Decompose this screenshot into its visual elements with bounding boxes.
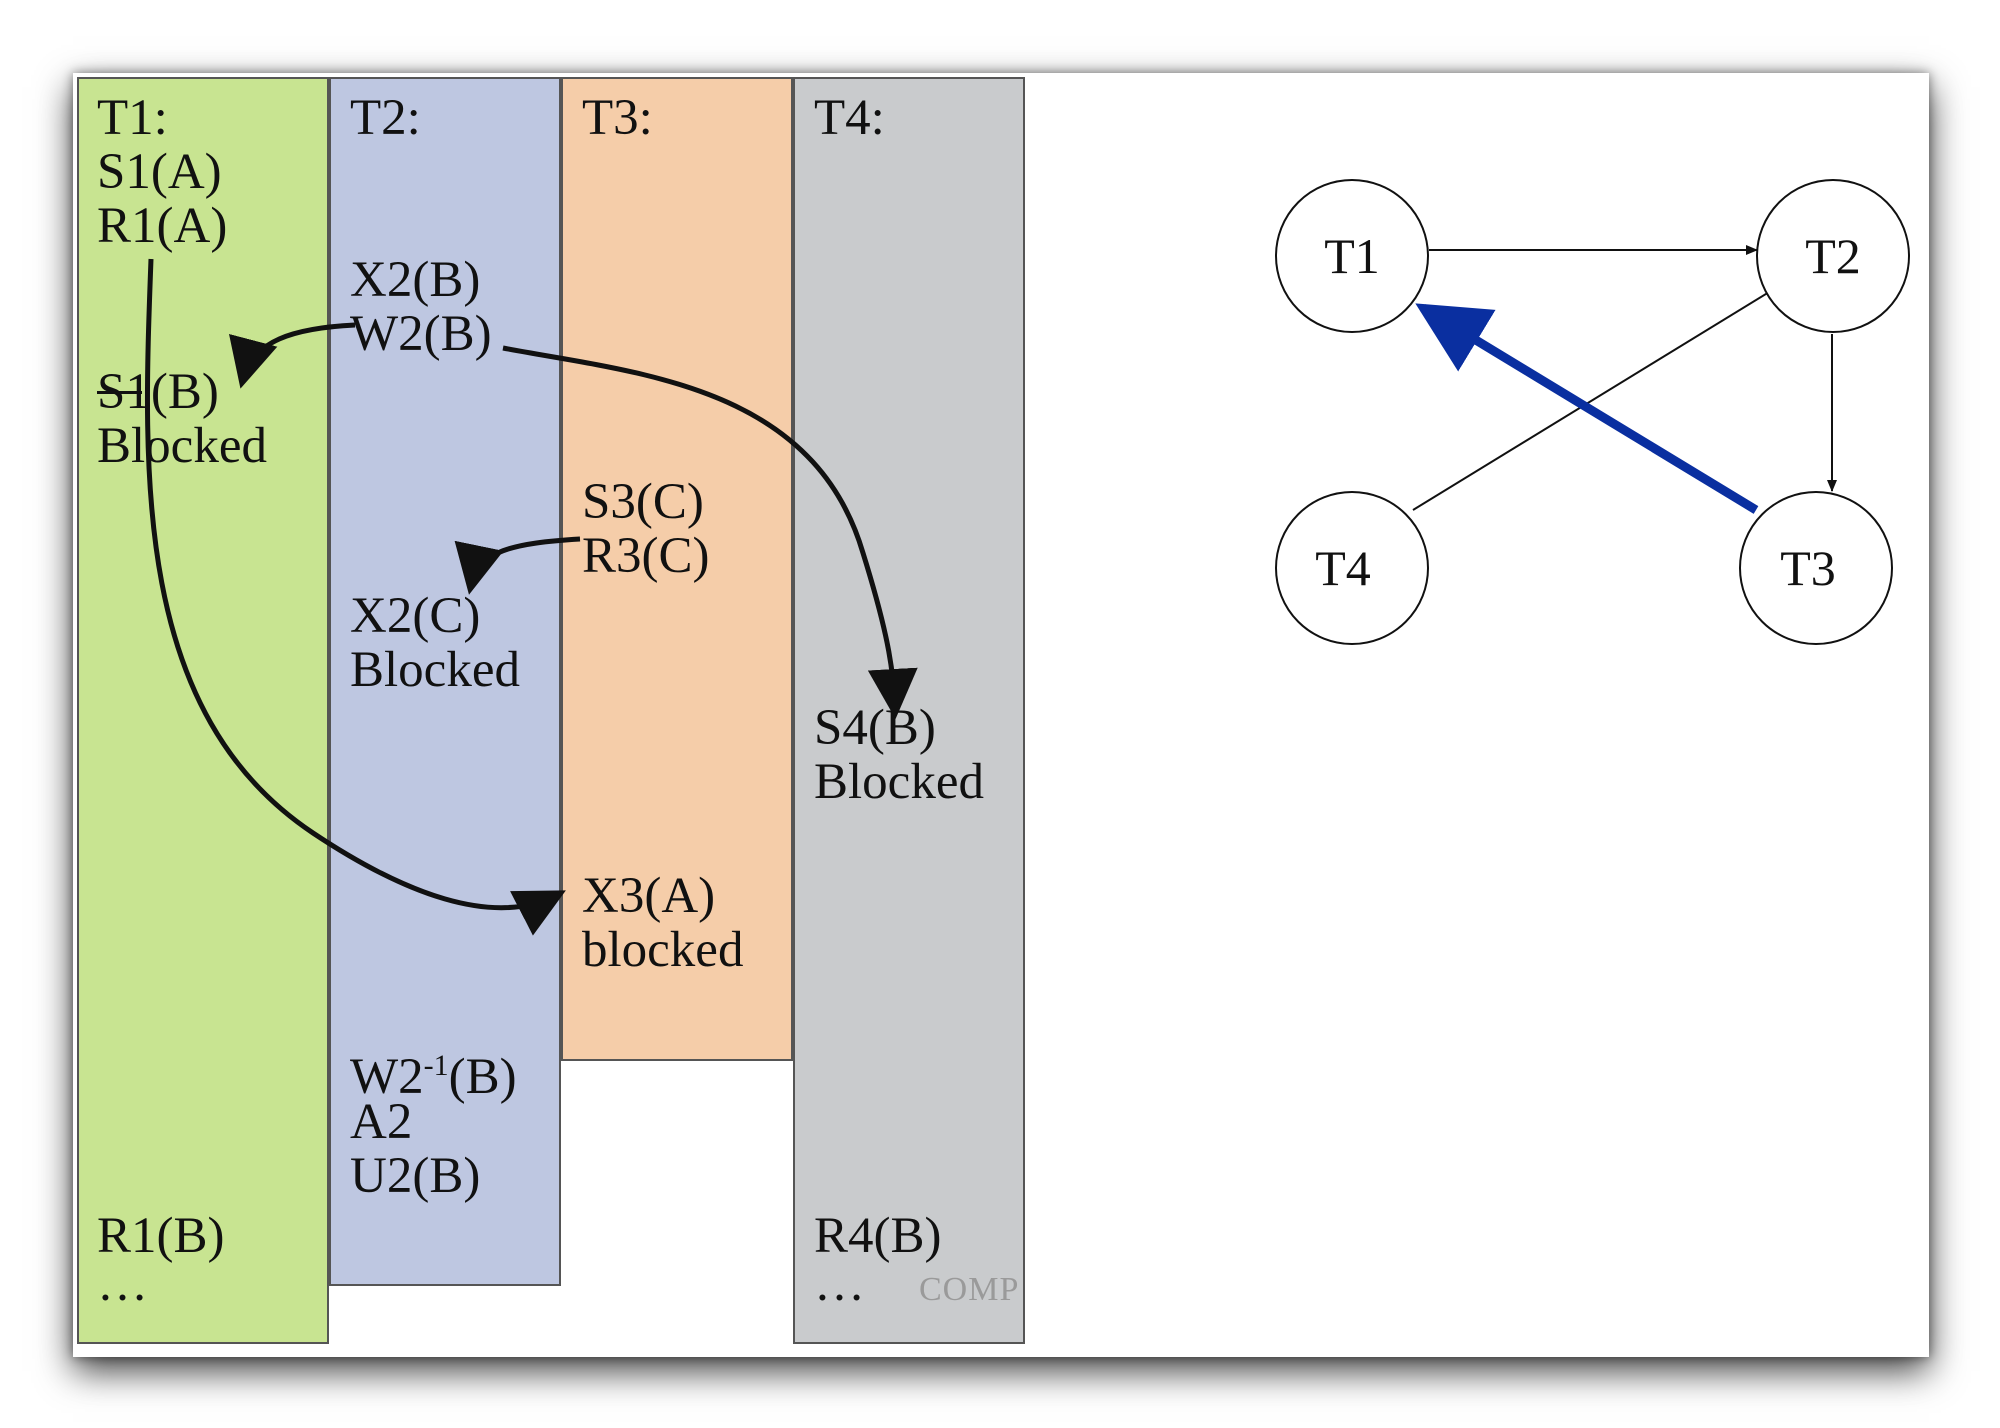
t4-header: T4: — [814, 90, 885, 146]
waits-for-graph: T1 T2 T4 T3 — [1275, 179, 1910, 645]
t4-entry-r4b: R4(B) — [814, 1208, 942, 1264]
t2-entry-x2b: X2(B) — [350, 252, 481, 308]
t3-entry-blocked: blocked — [582, 922, 744, 978]
t1-header: T1: — [97, 90, 168, 146]
edge-t3-to-t1 — [1415, 303, 1759, 514]
node-t2-label: T2 — [1805, 228, 1861, 284]
t4-entry-ellipsis: … — [814, 1256, 865, 1312]
arrow-r3c-to-x2c — [454, 536, 581, 595]
edge-t4-to-t2 — [1412, 285, 1780, 511]
t3-header: T3: — [582, 90, 653, 146]
node-t3: T3 — [1739, 491, 1893, 645]
t2-entry-w2b: W2(B) — [350, 306, 492, 362]
arrow-w2b-to-s4b — [502, 345, 918, 719]
t1-entry-r1b: R1(B) — [97, 1208, 225, 1264]
t2-header: T2: — [350, 90, 421, 146]
t2-entry-x2c: X2(C) — [350, 588, 481, 644]
arrow-w2b-to-s1b — [229, 322, 356, 389]
node-t4-label: T4 — [1315, 540, 1371, 596]
dependency-arrows — [145, 258, 918, 936]
watermark: COMP — [919, 1271, 1020, 1308]
t1-entry-s1b: S1(B) — [97, 365, 219, 419]
column-t3 — [561, 77, 793, 1061]
t4-entry-blocked: Blocked — [814, 754, 984, 810]
t1-entry-blocked: Blocked — [97, 418, 267, 474]
t2-superscript: -1 — [423, 1049, 449, 1082]
t3-entry-r3c: R3(C) — [582, 528, 710, 584]
arrow-r1a-to-x3a — [145, 258, 566, 936]
t2-entry-w2-inverse: W2-1(B) — [350, 1049, 517, 1105]
node-t4: T4 — [1275, 491, 1429, 645]
node-t1: T1 — [1275, 179, 1429, 333]
node-t3-label: T3 — [1780, 540, 1836, 596]
t1-entry-ellipsis: … — [97, 1256, 148, 1312]
node-t1-label: T1 — [1324, 228, 1380, 284]
t3-entry-s3c: S3(C) — [582, 474, 704, 530]
t2-entry-blocked: Blocked — [350, 642, 520, 698]
t2-entry-u2b: U2(B) — [350, 1148, 481, 1204]
t1-entry-r1a: R1(A) — [97, 198, 228, 254]
t1-strike: S1(B) — [97, 364, 219, 420]
t2-entry-a2: A2 — [350, 1094, 413, 1150]
column-t2 — [329, 77, 561, 1286]
t3-entry-x3a: X3(A) — [582, 868, 716, 924]
node-t2: T2 — [1756, 179, 1910, 333]
t1-entry-s1a: S1(A) — [97, 144, 222, 200]
slide: T1: S1(A) R1(A) S1(B) Blocked R1(B) … T2… — [73, 73, 1929, 1357]
